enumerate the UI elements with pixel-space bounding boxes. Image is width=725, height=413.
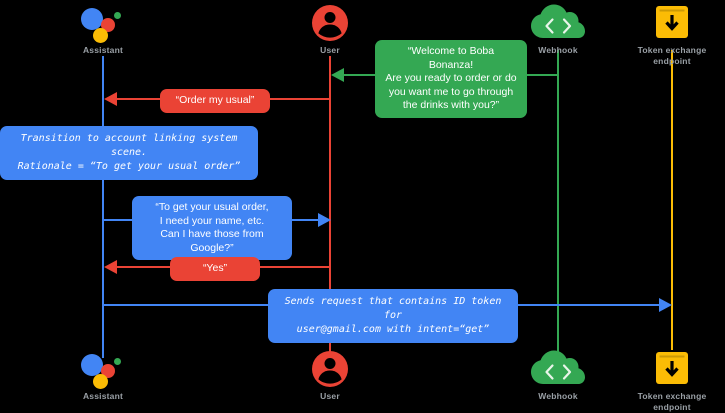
download-box-icon — [612, 2, 725, 42]
user-avatar-svg — [312, 5, 348, 41]
assistant-dot-green — [114, 12, 121, 19]
arrow-head-sends-request — [659, 298, 672, 312]
arrow-head-yes — [104, 260, 117, 274]
assistant-dot-green-bottom — [114, 358, 121, 365]
message-bubble-yes: “Yes” — [170, 257, 260, 281]
cloud-code-svg — [531, 4, 585, 38]
actor-label-token-bottom: Token exchange endpoint — [637, 391, 707, 412]
cloud-code-icon-bottom — [498, 348, 618, 388]
actor-token-top: Token exchange endpoint — [612, 2, 725, 67]
arrow-head-order-my-usual — [104, 92, 117, 106]
actor-label-webhook: Webhook — [538, 45, 578, 55]
actor-label-webhook-bottom: Webhook — [538, 391, 578, 401]
actor-webhook-top: Webhook — [498, 2, 618, 56]
user-avatar-icon — [270, 2, 390, 42]
user-avatar-svg-bottom — [312, 351, 348, 387]
actor-label-user-bottom: User — [320, 391, 340, 401]
arrow-head-welcome — [331, 68, 344, 82]
cloud-code-svg-bottom — [531, 350, 585, 384]
actor-label-assistant-bottom: Assistant — [82, 391, 124, 401]
message-bubble-sends-request: Sends request that contains ID token for… — [268, 289, 518, 343]
download-box-icon-bottom — [612, 348, 725, 388]
arrow-head-need-name — [318, 213, 331, 227]
actor-webhook-bottom: Webhook — [498, 348, 618, 402]
download-box-svg — [656, 6, 688, 38]
lifeline-assistant — [102, 56, 104, 358]
message-bubble-transition: Transition to account linking system sce… — [0, 126, 258, 180]
lifeline-user — [329, 56, 331, 358]
actor-assistant-bottom: Assistant — [43, 348, 163, 402]
assistant-dot-yellow — [93, 28, 108, 43]
actor-user-top: User — [270, 2, 390, 56]
google-assistant-icon — [43, 2, 163, 43]
actor-user-bottom: User — [270, 348, 390, 402]
assistant-dot-blue — [81, 8, 103, 30]
download-box-svg-bottom — [656, 352, 688, 384]
lifeline-webhook — [557, 50, 559, 358]
message-bubble-order-my-usual: “Order my usual” — [160, 89, 270, 113]
actor-label-assistant: Assistant — [82, 45, 124, 55]
user-avatar-icon-bottom — [270, 348, 390, 388]
message-bubble-welcome: “Welcome to Boba Bonanza! Are you ready … — [375, 40, 527, 118]
google-assistant-icon-bottom — [43, 348, 163, 389]
assistant-dot-yellow-bottom — [93, 374, 108, 389]
cloud-code-icon — [498, 2, 618, 42]
actor-assistant-top: Assistant — [43, 2, 163, 56]
message-bubble-need-name: “To get your usual order, I need your na… — [132, 196, 292, 260]
assistant-dot-blue-bottom — [81, 354, 103, 376]
lifeline-token — [671, 50, 673, 350]
actor-token-bottom: Token exchange endpoint — [612, 348, 725, 413]
actor-label-token: Token exchange endpoint — [637, 45, 707, 66]
actor-label-user: User — [320, 45, 340, 55]
